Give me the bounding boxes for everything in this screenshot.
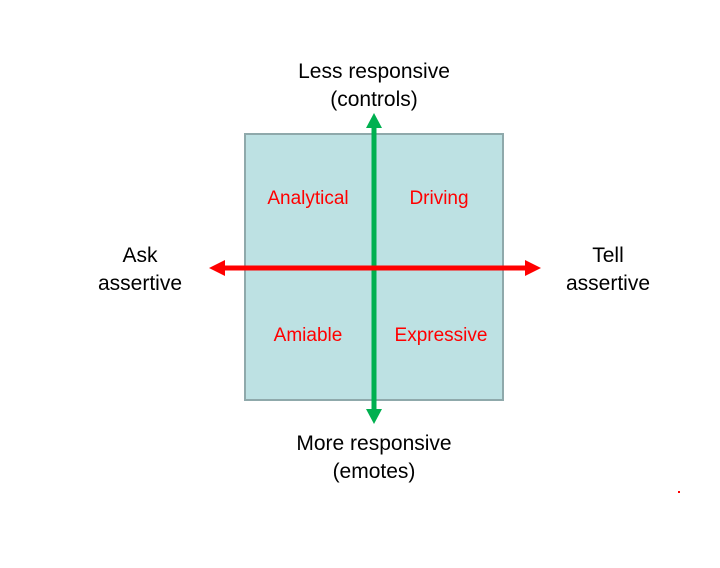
- right-axis-label: Tell assertive: [548, 242, 668, 298]
- left-axis-label-line1: Ask: [122, 244, 158, 267]
- quadrant-analytical: Analytical: [267, 188, 349, 209]
- bottom-axis-label-line2: (emotes): [332, 460, 416, 483]
- left-axis-label: Ask assertive: [80, 242, 200, 298]
- right-axis-label-line2: assertive: [565, 272, 651, 295]
- top-axis-label-line2: (controls): [330, 88, 418, 111]
- arrow-left-icon: [209, 260, 225, 276]
- right-axis-label-line1: Tell: [592, 244, 624, 267]
- left-axis-label-line2: assertive: [97, 272, 183, 295]
- arrow-up-icon: [366, 113, 382, 128]
- quadrant-expressive: Expressive: [394, 325, 488, 346]
- top-axis-label: Less responsive (controls): [224, 58, 524, 114]
- quadrant-amiable: Amiable: [273, 325, 343, 346]
- bottom-axis-label-line1: More responsive: [296, 432, 452, 455]
- arrow-right-icon: [525, 260, 541, 276]
- quadrant-driving: Driving: [409, 188, 469, 209]
- bottom-axis-label: More responsive (emotes): [224, 430, 524, 486]
- stray-dot: [678, 491, 680, 493]
- horizontal-axis-arrow: [209, 260, 541, 276]
- top-axis-label-line1: Less responsive: [298, 60, 450, 83]
- arrow-down-icon: [366, 409, 382, 424]
